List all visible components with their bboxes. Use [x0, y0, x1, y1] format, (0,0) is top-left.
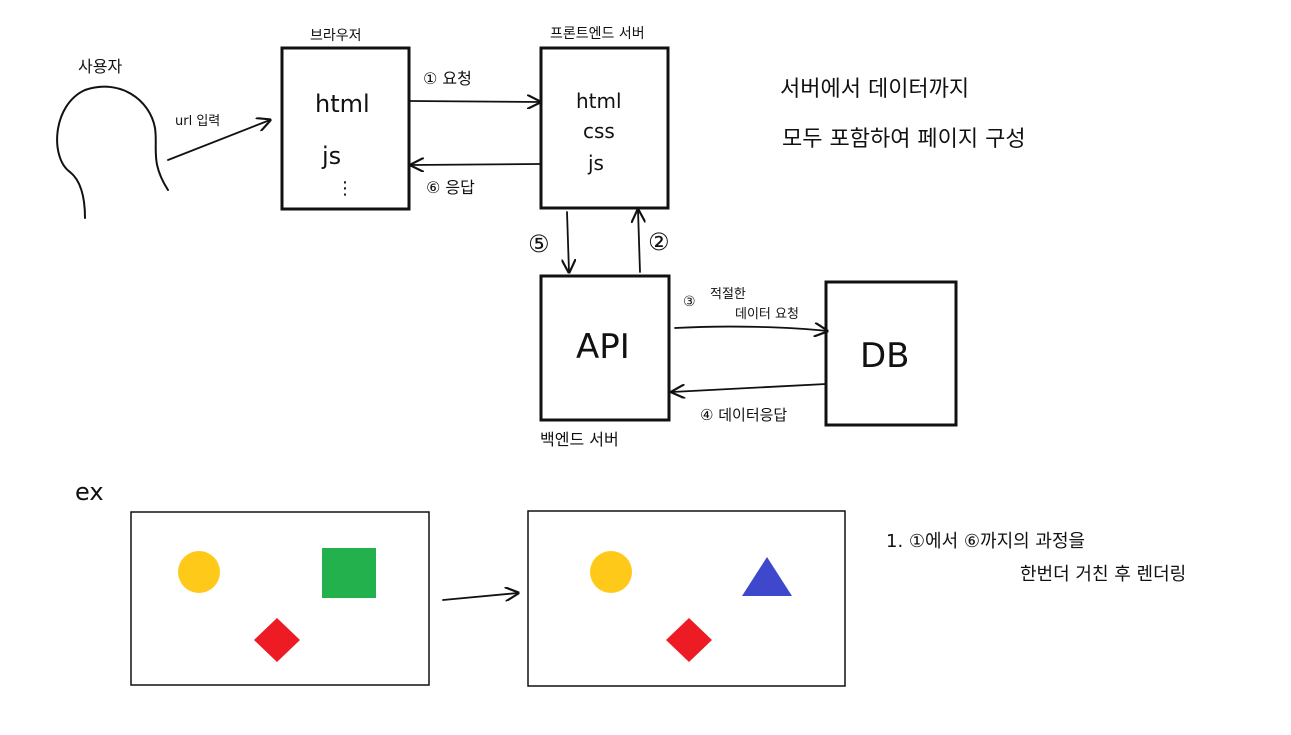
- api-label: API: [576, 327, 630, 367]
- step3-num: ③: [683, 294, 696, 310]
- data-request-arrow: [674, 327, 827, 331]
- note-line2: 모두 포함하여 페이지 구성: [782, 127, 1026, 152]
- step5-arrow: [567, 211, 569, 272]
- example-after-frame: [527, 510, 846, 687]
- example-label: ex: [75, 478, 104, 506]
- user-label: 사용자: [78, 57, 122, 76]
- db-box: [824, 280, 958, 427]
- example-before-frame: [130, 511, 430, 686]
- step2-arrow: [638, 210, 640, 273]
- response-arrow: [411, 164, 541, 165]
- step6-label: ⑥ 응답: [426, 178, 475, 197]
- backend-title: 백엔드 서버: [540, 430, 619, 449]
- step4-label: ④ 데이터응답: [700, 406, 787, 424]
- red-diamond-icon-after: [666, 618, 712, 662]
- browser-box: [280, 46, 411, 211]
- blue-triangle-icon: [742, 557, 792, 596]
- frontend-title: 프론트엔드 서버: [550, 26, 645, 42]
- db-label: DB: [860, 336, 910, 376]
- backend-server-box: [539, 274, 671, 422]
- example-transition-arrow: [442, 593, 518, 600]
- browser-title: 브라우저: [310, 28, 362, 44]
- user-figure-icon: [56, 85, 169, 219]
- browser-html: html: [315, 90, 370, 118]
- step5-label: ⑤: [528, 230, 550, 258]
- green-square-icon: [322, 548, 376, 598]
- browser-js: js: [321, 142, 341, 170]
- red-diamond-icon: [254, 618, 300, 662]
- frontend-js: js: [587, 151, 604, 175]
- url-input-arrow: [167, 120, 270, 161]
- request-arrow: [409, 101, 540, 102]
- yellow-circle-icon: [178, 551, 220, 593]
- example-caption-line1: 1. ①에서 ⑥까지의 과정을: [886, 531, 1085, 552]
- frontend-css: css: [583, 119, 615, 143]
- example-caption-line2: 한번더 거친 후 렌더링: [1020, 564, 1186, 585]
- yellow-circle-icon-after: [590, 551, 632, 593]
- frontend-html: html: [576, 89, 622, 113]
- frontend-server-box: [539, 46, 670, 210]
- step2-label: ②: [648, 228, 670, 256]
- step3-line1: 적절한: [710, 287, 746, 302]
- note-line1: 서버에서 데이터까지: [780, 77, 969, 102]
- data-response-arrow: [672, 383, 827, 392]
- url-input-label: url 입력: [175, 114, 220, 129]
- browser-ellipsis: ⋮: [336, 178, 354, 199]
- step1-label: ① 요청: [423, 69, 472, 88]
- step3-line2: 데이터 요청: [735, 307, 799, 322]
